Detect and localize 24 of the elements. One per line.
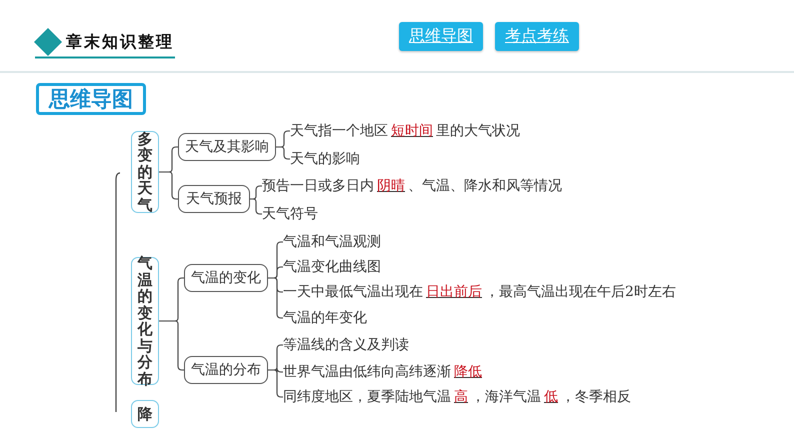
subtopic-box: 气温的分布 (184, 356, 268, 384)
tab-button: 思维导图 (399, 22, 483, 51)
topic-box: 气温的变化与分布 (131, 257, 159, 385)
point-text: 等温线的含义及判读 (283, 335, 409, 355)
point-text: 天气的影响 (290, 149, 360, 169)
bracket-connector (250, 198, 262, 215)
point-text: 气温变化曲线图 (283, 257, 381, 277)
point-text: 天气指一个地区短时间里的大气状况 (290, 121, 520, 141)
point-text: 气温和气温观测 (283, 232, 381, 252)
point-text: 一天中最低气温出现在日出前后，最高气温出现在午后2时左右 (283, 282, 676, 302)
point-text: 预告一日或多日内阴晴、气温、降水和风等情况 (262, 176, 562, 196)
point-text: 天气符号 (262, 204, 318, 224)
topic-box: 降 (131, 400, 159, 428)
topic-box: 多变的天气 (131, 131, 159, 213)
tab-button: 考点考练 (495, 22, 579, 51)
point-text: 气温的年变化 (283, 308, 367, 328)
point-text: 同纬度地区，夏季陆地气温高，海洋气温低，冬季相反 (283, 387, 631, 407)
subtopic-box: 天气预报 (178, 185, 250, 213)
subtopic-box: 天气及其影响 (178, 133, 276, 161)
subtopic-box: 气温的变化 (184, 264, 268, 292)
section-badge: 思维导图 (36, 83, 146, 115)
bracket-connector (276, 146, 290, 160)
section-title: 章末知识整理 (66, 32, 174, 53)
point-text: 世界气温由低纬向高纬逐渐降低 (283, 362, 485, 382)
